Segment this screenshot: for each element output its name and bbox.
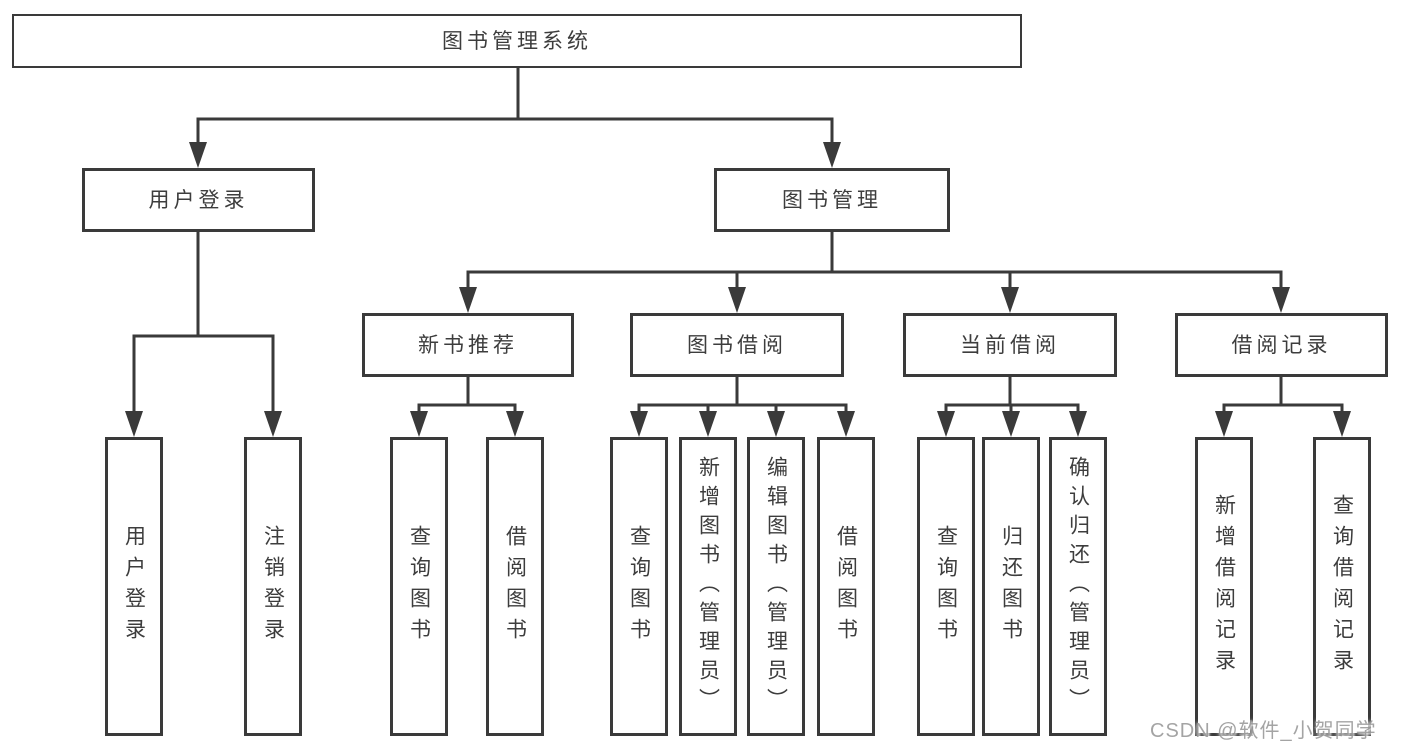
arrowhead [1001, 287, 1019, 313]
connector-current-borrow-branch [944, 375, 1080, 417]
connector-root-branch [196, 66, 834, 148]
leaf-query-book-borrow: 查询图书 [610, 437, 668, 736]
arrowhead [728, 287, 746, 313]
connector-new-book-recommend-branch [417, 375, 517, 417]
leaf-return-book: 归还图书 [982, 437, 1040, 736]
connector-user-login-branch [132, 230, 275, 417]
arrowhead [937, 411, 955, 437]
leaf-logout: 注销登录 [244, 437, 302, 736]
node-current-borrow: 当前借阅 [903, 313, 1117, 377]
csdn-watermark: CSDN @软件_小贺同学 [1150, 720, 1377, 742]
arrowhead [1002, 411, 1020, 437]
arrowhead [1272, 287, 1290, 313]
arrowhead [630, 411, 648, 437]
leaf-query-book-recommend: 查询图书 [390, 437, 448, 736]
connector-borrow-record-branch [1222, 375, 1344, 417]
leaf-add-book-admin: 新增图书（管理员） [679, 437, 737, 736]
connector-book-management-branch [466, 230, 1283, 293]
arrowhead [1333, 411, 1351, 437]
node-book-management: 图书管理 [714, 168, 950, 232]
arrowhead [459, 287, 477, 313]
leaf-borrow-book-recommend: 借阅图书 [486, 437, 544, 736]
node-borrow-record: 借阅记录 [1175, 313, 1388, 377]
node-new-book-recommend: 新书推荐 [362, 313, 574, 377]
arrowhead [410, 411, 428, 437]
arrowhead [1069, 411, 1087, 437]
arrowhead [506, 411, 524, 437]
leaf-borrow-book: 借阅图书 [817, 437, 875, 736]
leaf-confirm-return-admin: 确认归还（管理员） [1049, 437, 1107, 736]
leaf-user-login: 用户登录 [105, 437, 163, 736]
arrowhead [837, 411, 855, 437]
leaf-query-book-current: 查询图书 [917, 437, 975, 736]
node-book-borrow: 图书借阅 [630, 313, 844, 377]
leaf-edit-book-admin: 编辑图书（管理员） [747, 437, 805, 736]
connector-book-borrow-branch [637, 375, 848, 417]
arrowhead [823, 142, 841, 168]
arrowhead [264, 411, 282, 437]
arrowhead [699, 411, 717, 437]
arrowhead [189, 142, 207, 168]
node-user-login: 用户登录 [82, 168, 315, 232]
leaf-query-borrow-record: 查询借阅记录 [1313, 437, 1371, 736]
arrowhead [1215, 411, 1233, 437]
leaf-add-borrow-record: 新增借阅记录 [1195, 437, 1253, 736]
arrowhead [125, 411, 143, 437]
arrowhead [767, 411, 785, 437]
node-library-management-system: 图书管理系统 [12, 14, 1022, 68]
